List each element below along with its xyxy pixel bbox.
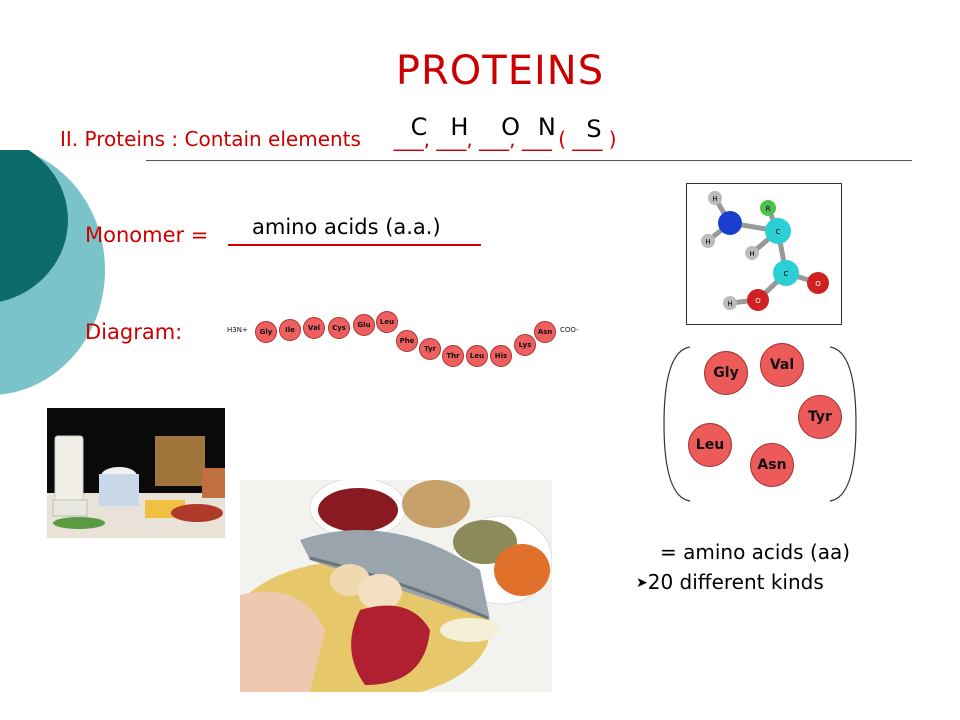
atom-label: H (727, 300, 732, 308)
residue-bead: Lys (514, 334, 536, 356)
food-photo-large (240, 480, 552, 692)
sep: , (423, 127, 431, 151)
residue-bead: Cys (328, 317, 350, 339)
amino-acid-group: Gly Val Tyr Leu Asn (662, 343, 858, 503)
elements-line: II. Proteins : Contain elements ___C, __… (60, 113, 617, 151)
element-c: C (410, 113, 428, 141)
blank-2: ___ (436, 127, 467, 151)
residue-bead: Asn (534, 321, 556, 343)
blank-5: ___ (572, 127, 603, 151)
elements-intro: II. Proteins : Contain elements (60, 127, 361, 151)
atom-label: H (712, 195, 717, 203)
residue-bead: Ile (279, 319, 301, 341)
residue-bead: Thr (442, 345, 464, 367)
arrow-bullet-icon: ➤ (636, 575, 648, 591)
aa-circle: Leu (688, 423, 732, 467)
atom-label: R (766, 205, 771, 213)
residue-bead: Gly (255, 321, 277, 343)
residue-bead: Leu (376, 311, 398, 333)
atom-label: C (784, 270, 789, 278)
atom-label: H (705, 238, 710, 246)
atom-label: O (815, 280, 821, 288)
monomer-underline (228, 244, 481, 246)
amino-acid-molecule: H H R C H C O H O (686, 183, 842, 325)
bullet-text: 20 different kinds (647, 570, 824, 594)
element-h: H (450, 113, 469, 141)
peptide-chain: H3N+ Gly Ile Val Cys Glu Leu Phe Tyr Thr… (225, 305, 595, 375)
residue-bead: Leu (466, 345, 488, 367)
blank-4: ___ (521, 127, 552, 151)
atom-label: O (755, 297, 761, 305)
sep: , (466, 127, 473, 151)
aa-circle: Asn (750, 443, 794, 487)
aa-circle: Tyr (798, 395, 842, 439)
residue-bead: Phe (396, 330, 418, 352)
slide-title: PROTEINS (395, 48, 605, 94)
blank-3: ___ (479, 127, 510, 151)
atom-label: C (776, 228, 781, 236)
chain-start: H3N+ (227, 326, 248, 334)
chain-end: COO- (560, 326, 579, 334)
bullet-20-kinds: ➤20 different kinds (636, 570, 824, 594)
residue-bead: Glu (353, 314, 375, 336)
monomer-label: Monomer = (85, 223, 209, 247)
sep: , (509, 127, 516, 151)
divider (146, 160, 912, 161)
paren-open: ( (558, 127, 566, 151)
residue-bead: His (490, 345, 512, 367)
paren-close: ) (608, 127, 617, 151)
residue-bead: Tyr (419, 338, 441, 360)
diagram-label: Diagram: (85, 320, 183, 344)
bullet-amino-acids: = amino acids (aa) (660, 540, 851, 564)
aa-circle: Val (760, 343, 804, 387)
aa-circle: Gly (704, 351, 748, 395)
atom-label: H (749, 250, 754, 258)
element-s: S (586, 115, 602, 143)
side-decoration (0, 150, 105, 395)
blank-1: ___ (393, 127, 424, 151)
element-n: N (537, 113, 556, 141)
group-brackets (663, 346, 857, 502)
element-o: O (501, 113, 520, 141)
monomer-answer: amino acids (a.a.) (252, 215, 441, 239)
residue-bead: Val (303, 317, 325, 339)
food-photo-small (47, 408, 225, 538)
